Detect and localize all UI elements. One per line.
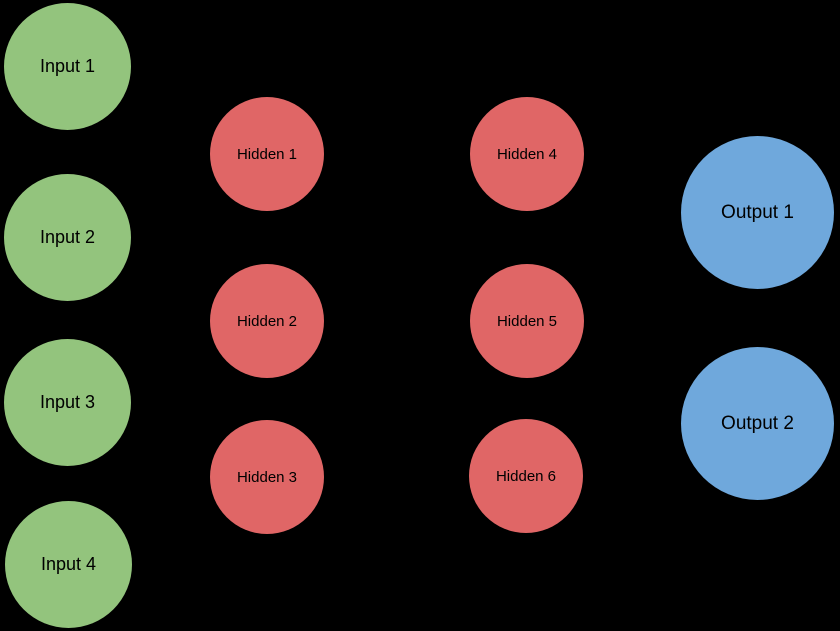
node-hidden-2: Hidden 2 [210, 264, 324, 378]
node-input-4: Input 4 [5, 501, 132, 628]
node-input-1-label: Input 1 [39, 56, 96, 76]
node-input-3-label: Input 3 [39, 392, 96, 412]
node-hidden-6: Hidden 6 [469, 419, 583, 533]
node-input-2-label: Input 2 [39, 227, 96, 247]
node-hidden-4-label: Hidden 4 [496, 145, 558, 163]
node-hidden-5: Hidden 5 [470, 264, 584, 378]
node-output-1-label: Output 1 [721, 201, 794, 223]
node-input-4-label: Input 4 [40, 554, 97, 574]
node-output-2: Output 2 [681, 347, 834, 500]
node-hidden-5-label: Hidden 5 [496, 312, 558, 330]
node-output-2-label: Output 2 [721, 412, 794, 434]
node-input-1: Input 1 [4, 3, 131, 130]
node-hidden-4: Hidden 4 [470, 97, 584, 211]
node-input-2: Input 2 [4, 174, 131, 301]
node-hidden-3: Hidden 3 [210, 420, 324, 534]
node-hidden-6-label: Hidden 6 [495, 467, 557, 485]
node-output-1: Output 1 [681, 136, 834, 289]
node-input-3: Input 3 [4, 339, 131, 466]
node-hidden-2-label: Hidden 2 [236, 312, 298, 330]
node-hidden-1-label: Hidden 1 [236, 145, 298, 163]
node-hidden-3-label: Hidden 3 [236, 468, 298, 486]
node-hidden-1: Hidden 1 [210, 97, 324, 211]
